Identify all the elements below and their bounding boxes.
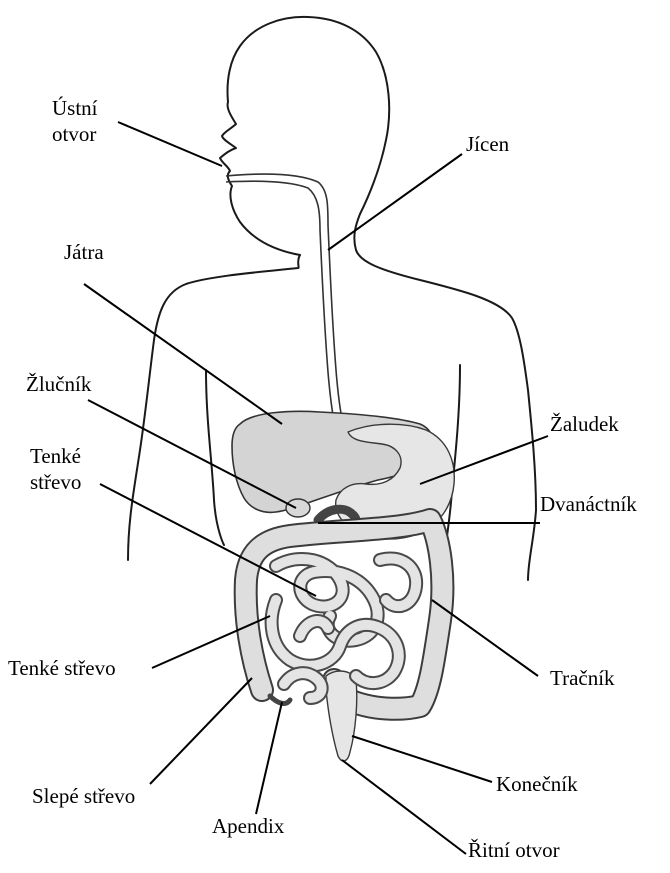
label-gallbladder: Žlučník <box>26 372 91 397</box>
label-rectum: Konečník <box>496 772 578 797</box>
leader-esophagus <box>328 154 462 250</box>
label-esophagus: Jícen <box>466 132 509 157</box>
label-appendix: Apendix <box>212 814 284 839</box>
label-stomach: Žaludek <box>550 412 619 437</box>
label-colon: Tračník <box>550 666 615 691</box>
leader-anus <box>342 760 466 854</box>
leader-liver <box>84 284 282 424</box>
label-cecum: Slepé střevo <box>32 784 135 809</box>
label-small-intestine-left: Tenké střevo <box>8 656 116 681</box>
esophagus-tube <box>226 174 344 430</box>
gallbladder-shape <box>286 499 310 517</box>
label-mouth-line1: Ústní <box>52 96 98 121</box>
leader-appendix <box>256 702 282 814</box>
label-duodenum: Dvanáctník <box>540 492 637 517</box>
leader-cecum <box>150 678 252 784</box>
label-small-intestine-top-line2: střevo <box>30 470 81 495</box>
label-liver: Játra <box>64 240 104 265</box>
leader-mouth <box>118 122 222 166</box>
rectum-shape <box>326 671 357 761</box>
leader-rectum <box>352 736 492 782</box>
label-mouth-line2: otvor <box>52 122 96 147</box>
label-anus: Řitní otvor <box>468 838 560 863</box>
appendix-shape <box>270 696 290 703</box>
label-small-intestine-top-line1: Tenké <box>30 444 81 469</box>
